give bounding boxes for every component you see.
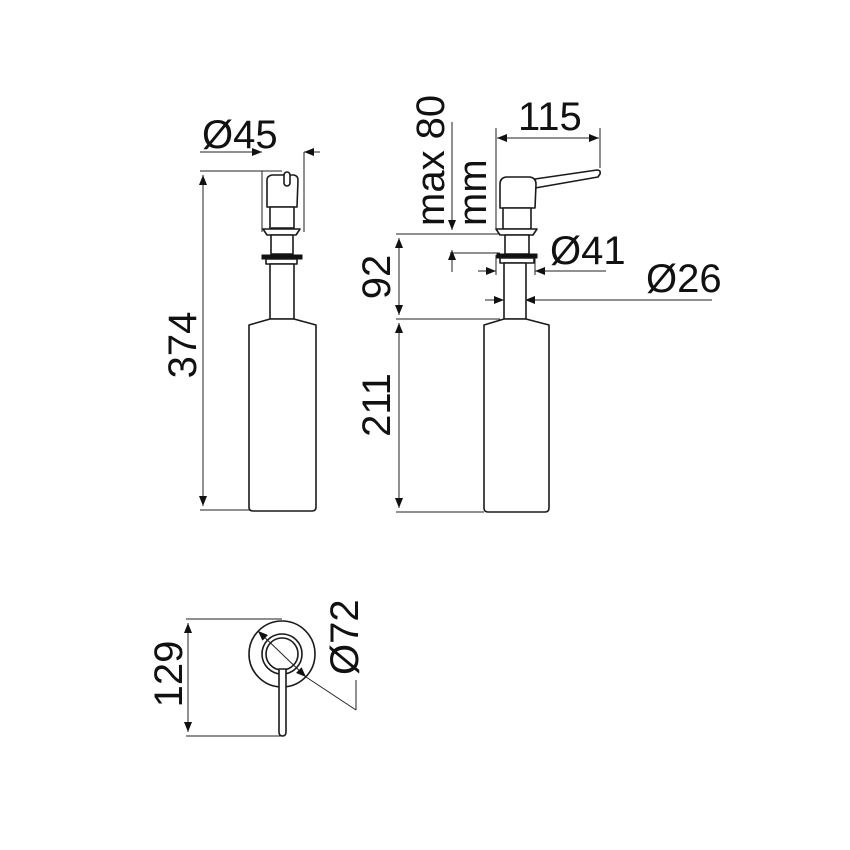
dim-base-diameter: Ø72 bbox=[257, 599, 367, 711]
bottle bbox=[248, 318, 317, 512]
dispenser-front bbox=[248, 171, 317, 512]
dim-label-max-line1: max 80 bbox=[409, 95, 453, 226]
base-plate bbox=[248, 620, 316, 737]
dim-total-height: 374 bbox=[161, 170, 282, 511]
dim-label-total-height: 374 bbox=[161, 312, 205, 379]
lever-top bbox=[278, 668, 287, 737]
head-pin bbox=[283, 171, 291, 187]
shank bbox=[503, 262, 527, 320]
lever bbox=[534, 169, 601, 189]
pump-head bbox=[499, 176, 537, 209]
dispenser-side bbox=[483, 169, 601, 513]
neck bbox=[269, 206, 295, 229]
dim-label-lever-length: 115 bbox=[518, 95, 582, 139]
dim-label-flange-diameter: Ø41 bbox=[550, 229, 626, 273]
dim-label-shank-height: 92 bbox=[355, 255, 399, 300]
flange bbox=[495, 228, 538, 236]
dim-shank-diameter: Ø26 bbox=[485, 257, 722, 304]
dim-label-shank-diameter: Ø26 bbox=[646, 257, 722, 301]
dim-label-head-diameter: Ø45 bbox=[202, 113, 278, 157]
top-view: 129 Ø72 bbox=[147, 599, 367, 737]
dim-lever-reach: 129 bbox=[147, 618, 282, 737]
upper-shank bbox=[270, 234, 294, 255]
dim-lever-length: 115 bbox=[495, 95, 601, 230]
dim-shank-height: 92 bbox=[355, 233, 500, 320]
shank bbox=[269, 263, 295, 320]
dim-head-diameter: Ø45 bbox=[200, 113, 320, 232]
dim-label-bottle-height: 211 bbox=[355, 373, 399, 437]
dim-max-deck-thickness: max 80 mm bbox=[409, 95, 495, 272]
dim-bottle-height: 211 bbox=[355, 323, 484, 513]
dim-label-base-diameter: Ø72 bbox=[323, 599, 367, 675]
upper-shank bbox=[504, 234, 530, 255]
dim-flange-diameter: Ø41 bbox=[478, 229, 626, 275]
flange bbox=[262, 228, 301, 236]
front-view: Ø45 374 bbox=[161, 113, 320, 512]
bottle bbox=[483, 318, 550, 513]
neck bbox=[502, 207, 532, 230]
pump-head bbox=[266, 174, 299, 208]
dim-label-lever-reach: 129 bbox=[147, 641, 191, 708]
side-view: 115 max 80 mm 92 211 Ø41 bbox=[355, 95, 722, 513]
dim-label-max-line2: mm bbox=[451, 159, 495, 226]
